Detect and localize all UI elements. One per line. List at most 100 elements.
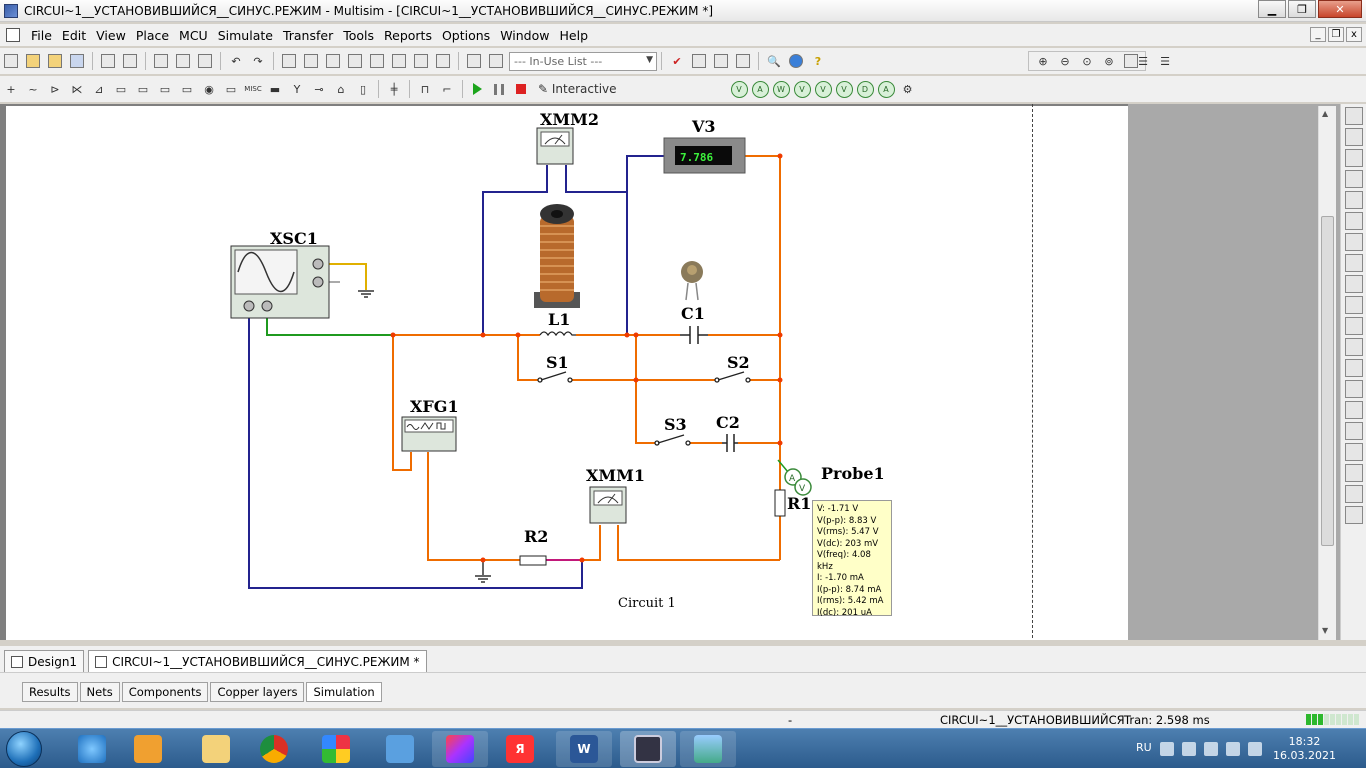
network-analyzer-icon[interactable] <box>1344 380 1363 398</box>
undo-icon[interactable]: ↶ <box>231 54 241 68</box>
pause-simulation-icon[interactable] <box>494 83 504 95</box>
tab-design1[interactable]: Design1 <box>4 650 85 672</box>
scroll-down-icon[interactable]: ▼ <box>1322 626 1329 635</box>
xsc1-oscilloscope[interactable] <box>230 245 330 319</box>
find-examples-icon[interactable]: 🔍 <box>767 54 781 68</box>
zoom-fit-icon[interactable]: ⊚ <box>1104 54 1114 68</box>
xfg1-function-generator[interactable] <box>401 416 457 452</box>
agilent-oscilloscope-icon[interactable] <box>1344 443 1363 461</box>
agilent-multimeter-icon[interactable] <box>1344 422 1363 440</box>
indicator-component-icon[interactable]: ◉ <box>204 82 214 96</box>
advanced-peripherals-icon[interactable]: ▬ <box>269 82 281 96</box>
r2-resistor[interactable] <box>519 555 547 566</box>
menu-window[interactable]: Window <box>500 27 550 43</box>
four-channel-oscilloscope-icon[interactable] <box>1344 191 1363 209</box>
zoom-out-icon[interactable]: ⊖ <box>1060 54 1070 68</box>
probe-current-icon[interactable]: A <box>751 80 769 98</box>
tab-copper-layers[interactable]: Copper layers <box>210 682 305 702</box>
misc-component-icon[interactable]: MISC <box>244 85 262 93</box>
function-generator-instrument-icon[interactable] <box>1344 128 1363 146</box>
backannotate-icon[interactable] <box>712 52 730 70</box>
hierarchy-icon[interactable] <box>465 52 483 70</box>
ttl-component-icon[interactable]: ▭ <box>115 82 127 96</box>
document-icon[interactable] <box>6 28 20 42</box>
help-icon[interactable]: ? <box>814 54 822 68</box>
zoom-area-icon[interactable]: ⊙ <box>1082 54 1092 68</box>
cmos-component-icon[interactable]: ▭ <box>137 82 149 96</box>
taskbar-app-icon[interactable] <box>308 731 364 767</box>
ni-component-icon[interactable]: ⌂ <box>337 82 345 96</box>
new-icon[interactable] <box>2 52 20 70</box>
menu-edit[interactable]: Edit <box>61 27 87 43</box>
iv-analyzer-icon[interactable] <box>1344 317 1363 335</box>
r1-resistor[interactable] <box>774 489 786 517</box>
probe-power-icon[interactable]: W <box>772 80 790 98</box>
erc-icon[interactable]: ✔ <box>672 54 682 68</box>
tab-results[interactable]: Results <box>22 682 78 702</box>
menu-mcu[interactable]: MCU <box>179 27 208 43</box>
probe-current-ref-icon[interactable]: A <box>877 80 895 98</box>
hierarchical-block-icon[interactable]: ╪ <box>390 82 398 96</box>
power-component-icon[interactable]: ▭ <box>225 82 237 96</box>
power-icon[interactable] <box>1226 742 1240 756</box>
multimeter-instrument-icon[interactable] <box>1344 107 1363 125</box>
show-hidden-icons-icon[interactable] <box>1160 742 1174 756</box>
menu-place[interactable]: Place <box>135 27 170 43</box>
transfer-ultiboard-icon[interactable] <box>690 52 708 70</box>
current-probe-icon[interactable] <box>1344 506 1363 524</box>
agilent-generator-icon[interactable] <box>1344 401 1363 419</box>
scrollbar-thumb[interactable] <box>1321 216 1334 546</box>
basic-component-icon[interactable]: ~ <box>28 82 38 96</box>
cut-icon[interactable] <box>152 52 170 70</box>
tab-circuit[interactable]: CIRCUI~1__УСТАНОВИВШИЙСЯ__СИНУС.РЕЖИМ * <box>88 650 427 672</box>
transistor-component-icon[interactable]: ⋉ <box>71 82 83 96</box>
forward-annotate-icon[interactable] <box>734 52 752 70</box>
taskbar-word-icon[interactable]: W <box>556 731 612 767</box>
full-screen-icon[interactable] <box>1122 52 1140 70</box>
start-button[interactable] <box>6 731 42 767</box>
print-preview-icon[interactable] <box>121 52 139 70</box>
menu-options[interactable]: Options <box>441 27 491 43</box>
taskbar-photo-viewer-icon[interactable] <box>680 731 736 767</box>
align-right-icon[interactable]: ☰ <box>1160 54 1170 68</box>
mdi-restore-button[interactable]: ❐ <box>1328 27 1344 42</box>
close-button[interactable]: ✕ <box>1318 0 1362 18</box>
frequency-counter-icon[interactable] <box>1344 233 1363 251</box>
l1-inductor[interactable] <box>539 331 576 337</box>
rf-component-icon[interactable]: Y <box>293 82 301 96</box>
bode-plotter-icon[interactable] <box>1344 212 1363 230</box>
mixed-component-icon[interactable]: ▭ <box>181 82 193 96</box>
probe-voltage-icon[interactable]: V <box>730 80 748 98</box>
new-subcircuit-icon[interactable] <box>487 52 505 70</box>
labview-instrument-icon[interactable] <box>1344 485 1363 503</box>
menu-help[interactable]: Help <box>559 27 589 43</box>
probe-vi-icon[interactable]: V <box>814 80 832 98</box>
spectrum-analyzer-icon[interactable] <box>1344 359 1363 377</box>
bus-icon[interactable]: ⊓ <box>420 82 430 96</box>
probe-differential-icon[interactable]: V <box>793 80 811 98</box>
mdi-minimize-button[interactable]: _ <box>1310 27 1326 42</box>
xmm1-multimeter[interactable] <box>589 486 627 524</box>
probe1-icon[interactable]: A V <box>777 459 812 496</box>
restore-button[interactable]: ❐ <box>1288 0 1316 18</box>
grapher-icon[interactable] <box>346 52 364 70</box>
run-simulation-icon[interactable] <box>473 83 482 95</box>
design-toolbox-icon[interactable] <box>280 52 298 70</box>
clock[interactable]: 18:32 16.03.2021 <box>1273 735 1336 763</box>
taskbar-gem-icon[interactable] <box>432 731 488 767</box>
logic-converter-icon[interactable] <box>1344 275 1363 293</box>
menu-view[interactable]: View <box>96 27 126 43</box>
paste-icon[interactable] <box>196 52 214 70</box>
zoom-in-icon[interactable]: ⊕ <box>1038 54 1048 68</box>
network-icon[interactable] <box>1248 742 1262 756</box>
open-sample-icon[interactable] <box>46 52 64 70</box>
tektronix-oscilloscope-icon[interactable] <box>1344 464 1363 482</box>
database-icon[interactable] <box>412 52 430 70</box>
spreadsheet-view-icon[interactable] <box>302 52 320 70</box>
c1-capacitor[interactable] <box>680 326 708 344</box>
breadboard-icon[interactable] <box>390 52 408 70</box>
menu-transfer[interactable]: Transfer <box>282 27 334 43</box>
taskbar-chrome-icon[interactable] <box>246 731 302 767</box>
s2-switch[interactable] <box>714 371 751 383</box>
in-use-list-dropdown[interactable]: --- In-Use List --- ▼ <box>509 51 657 71</box>
